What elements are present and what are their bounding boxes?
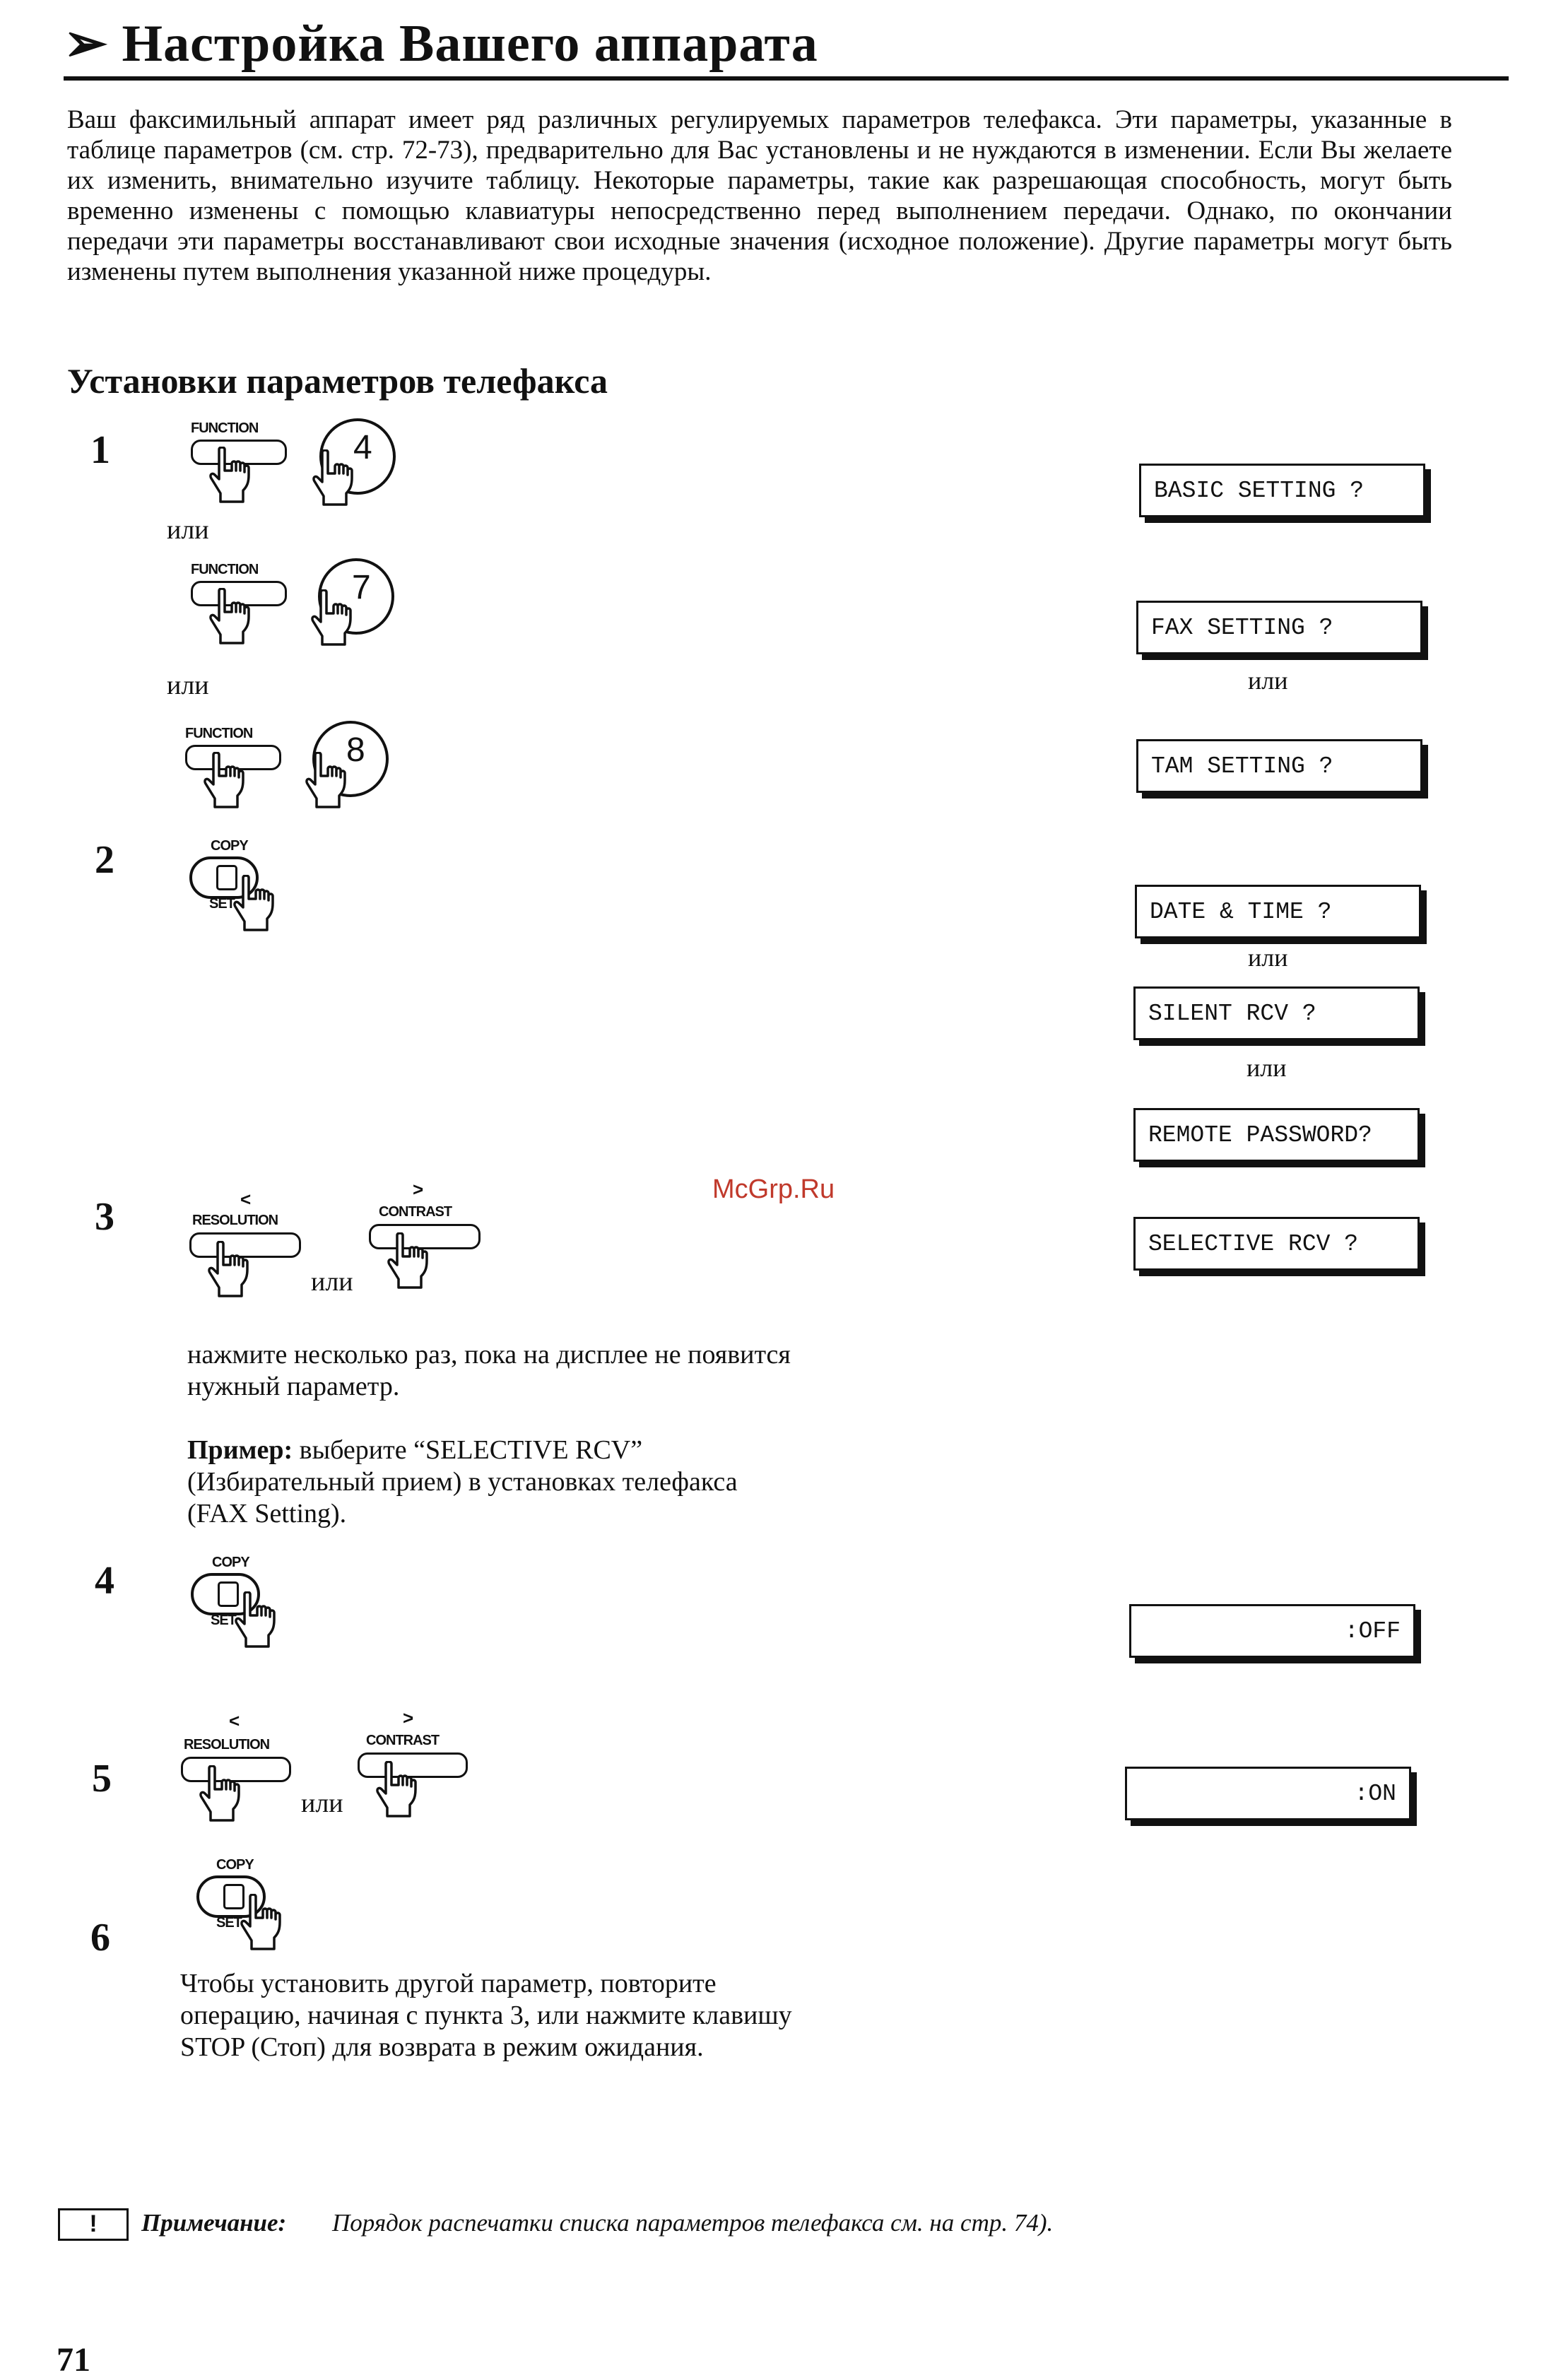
resolution-key-bar xyxy=(181,1757,291,1782)
watermark-text: McGrp.Ru xyxy=(712,1174,835,1204)
contrast-key-label: CONTRAST xyxy=(379,1204,452,1220)
step-3-example: Пример: выберите “SELECTIVE RCV” (Избира… xyxy=(187,1435,795,1530)
or-label: или xyxy=(167,515,209,545)
finger-press-icon xyxy=(312,449,355,506)
lcd-remote-password: REMOTE PASSWORD? xyxy=(1133,1108,1420,1162)
or-label: или xyxy=(1246,1054,1287,1082)
note-label: Примечание: xyxy=(141,2209,287,2237)
finger-press-icon xyxy=(305,752,348,808)
greater-than-label: > xyxy=(403,1707,414,1728)
greater-than-label: > xyxy=(413,1179,424,1200)
finger-press-icon xyxy=(376,1761,418,1818)
step-number-6: 6 xyxy=(90,1916,110,1960)
or-label: или xyxy=(1248,666,1288,695)
finger-press-icon xyxy=(240,1894,283,1950)
page-title: ➢ Настройка Вашего аппарата xyxy=(64,13,818,74)
function-key-label: FUNCTION xyxy=(191,420,259,436)
contrast-key-bar xyxy=(358,1752,468,1778)
step-number-5: 5 xyxy=(92,1757,112,1801)
lcd-basic-setting: BASIC SETTING ? xyxy=(1139,464,1425,517)
set-key-label: SET xyxy=(209,896,235,912)
finger-press-icon xyxy=(208,1241,250,1297)
example-text: выберите “SELECTIVE RCV” (Избирательный … xyxy=(187,1435,738,1528)
resolution-key-bar xyxy=(189,1232,301,1258)
lcd-selective-rcv: SELECTIVE RCV ? xyxy=(1133,1217,1420,1271)
page-number: 71 xyxy=(57,2341,90,2379)
page-title-text: Настройка Вашего аппарата xyxy=(122,15,818,73)
step-number-2: 2 xyxy=(95,838,114,882)
copy-key-label: COPY xyxy=(211,838,249,854)
contrast-key-label: CONTRAST xyxy=(366,1733,440,1748)
note-text: Порядок распечатки списка параметров тел… xyxy=(332,2209,1054,2237)
or-label: или xyxy=(301,1789,343,1818)
lcd-tam-setting: TAM SETTING ? xyxy=(1136,739,1422,793)
note-exclamation-icon: ! xyxy=(58,2208,129,2241)
set-key-label: SET xyxy=(216,1915,242,1931)
title-arrow-icon: ➢ xyxy=(64,15,109,73)
finger-press-icon xyxy=(235,1591,277,1648)
finger-press-icon xyxy=(209,447,252,503)
finger-press-icon xyxy=(233,875,276,931)
step-3-note: нажмите несколько раз, пока на дисплее н… xyxy=(187,1340,791,1401)
step-number-1: 1 xyxy=(90,428,110,472)
contrast-key-bar xyxy=(369,1224,481,1249)
title-underline xyxy=(64,76,1509,81)
number-key-4: 4 xyxy=(319,418,396,495)
finger-press-icon xyxy=(311,589,353,646)
finger-press-icon xyxy=(199,1765,242,1822)
finger-press-icon xyxy=(204,752,246,808)
or-label: или xyxy=(167,671,209,700)
lcd-on: :ON xyxy=(1125,1767,1411,1820)
lcd-off: :OFF xyxy=(1129,1604,1415,1658)
example-label: Пример: xyxy=(187,1435,293,1465)
finger-press-icon xyxy=(387,1232,430,1289)
function-key-label: FUNCTION xyxy=(191,562,259,577)
lcd-fax-setting: FAX SETTING ? xyxy=(1136,601,1422,654)
lcd-date-time: DATE & TIME ? xyxy=(1135,885,1421,938)
finger-press-icon xyxy=(209,588,252,644)
set-key-label: SET xyxy=(211,1613,237,1628)
intro-paragraph: Ваш факсимильный аппарат имеет ряд разли… xyxy=(67,105,1452,286)
function-key-label: FUNCTION xyxy=(185,726,253,741)
resolution-key-label: RESOLUTION xyxy=(184,1737,270,1752)
step-number-4: 4 xyxy=(95,1559,114,1603)
section-title: Установки параметров телефакса xyxy=(67,361,608,401)
copy-key-label: COPY xyxy=(212,1555,250,1570)
copy-key-label: COPY xyxy=(216,1857,254,1873)
or-label: или xyxy=(311,1267,353,1297)
less-than-label: < xyxy=(229,1710,240,1731)
less-than-label: < xyxy=(240,1189,252,1210)
resolution-key-label: RESOLUTION xyxy=(192,1213,278,1228)
step-6-note: Чтобы установить другой параметр, повтор… xyxy=(180,1969,792,2062)
or-label: или xyxy=(1248,943,1288,972)
lcd-silent-rcv: SILENT RCV ? xyxy=(1133,986,1420,1040)
step-number-3: 3 xyxy=(95,1195,114,1239)
